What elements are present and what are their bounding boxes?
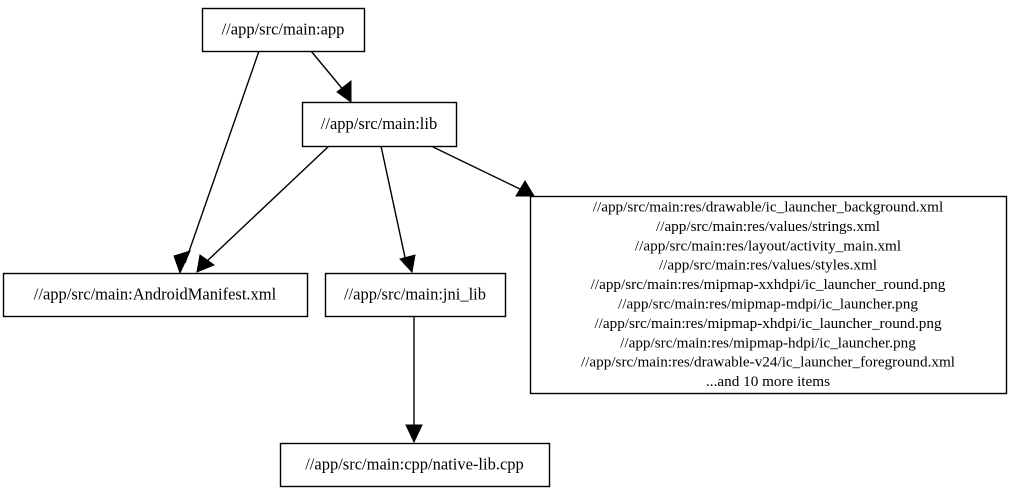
graph-node-native_lib[interactable]: //app/src/main:cpp/native-lib.cpp	[279, 442, 551, 488]
arrowhead-icon	[515, 180, 535, 197]
node-box[interactable]	[279, 442, 551, 488]
node-label-line: //app/src/main:res/mipmap-hdpi/ic_launch…	[620, 334, 916, 351]
node-label-line: //app/src/main:res/drawable/ic_launcher_…	[593, 198, 943, 215]
node-label-line: //app/src/main:res/values/styles.xml	[659, 257, 877, 274]
arrowhead-icon	[196, 254, 216, 273]
node-label-line: //app/src/main:res/drawable-v24/ic_launc…	[581, 354, 955, 371]
node-box[interactable]	[324, 272, 507, 318]
edge-line	[310, 50, 346, 93]
node-label: //app/src/main:app	[222, 19, 345, 38]
graph-edge-jni_lib-to-native_lib	[405, 316, 423, 444]
node-label: //app/src/main:AndroidManifest.xml	[34, 284, 277, 303]
edges-layer	[173, 50, 535, 444]
node-label-line: //app/src/main:res/layout/activity_main.…	[635, 237, 901, 254]
graph-edge-lib-to-jni_lib	[380, 145, 416, 274]
node-box[interactable]	[201, 7, 366, 53]
arrowhead-icon	[173, 250, 191, 275]
graph-edge-app-to-lib	[310, 50, 352, 103]
node-box[interactable]	[529, 195, 1008, 395]
node-label-line: //app/src/main:res/mipmap-mdpi/ic_launch…	[618, 295, 918, 312]
node-label-line: //app/src/main:res/mipmap-xhdpi/ic_launc…	[594, 315, 942, 332]
edge-line	[184, 50, 260, 264]
nodes-layer: //app/src/main:app //app/src/main:lib //ap…	[2, 7, 1008, 488]
edge-line	[204, 145, 330, 264]
node-label-line: //app/src/main:res/values/strings.xml	[656, 218, 880, 235]
graph-edge-lib-to-manifest	[196, 145, 330, 273]
arrowhead-icon	[399, 254, 416, 274]
graph-node-manifest[interactable]: //app/src/main:AndroidManifest.xml	[2, 272, 309, 318]
graph-edge-app-to-manifest	[173, 50, 260, 275]
edge-line	[380, 145, 407, 263]
node-label: //app/src/main:jni_lib	[344, 284, 486, 303]
edge-line	[430, 145, 525, 192]
graph-edge-lib-to-res_files	[430, 145, 535, 197]
graph-node-jni_lib[interactable]: //app/src/main:jni_lib	[324, 272, 507, 318]
graph-node-res_files[interactable]: //app/src/main:res/drawable/ic_launcher_…	[529, 195, 1008, 395]
graph-node-lib[interactable]: //app/src/main:lib	[301, 101, 458, 148]
arrowhead-icon	[336, 79, 352, 103]
graph-node-app[interactable]: //app/src/main:app	[201, 7, 366, 53]
node-label: //app/src/main:lib	[321, 114, 437, 133]
arrowhead-icon	[405, 424, 423, 444]
node-label-line: ...and 10 more items	[706, 373, 830, 390]
node-label: //app/src/main:cpp/native-lib.cpp	[305, 454, 524, 473]
node-box[interactable]	[301, 101, 458, 148]
node-label-line: //app/src/main:res/mipmap-xxhdpi/ic_laun…	[591, 276, 946, 293]
node-box[interactable]	[2, 272, 309, 318]
